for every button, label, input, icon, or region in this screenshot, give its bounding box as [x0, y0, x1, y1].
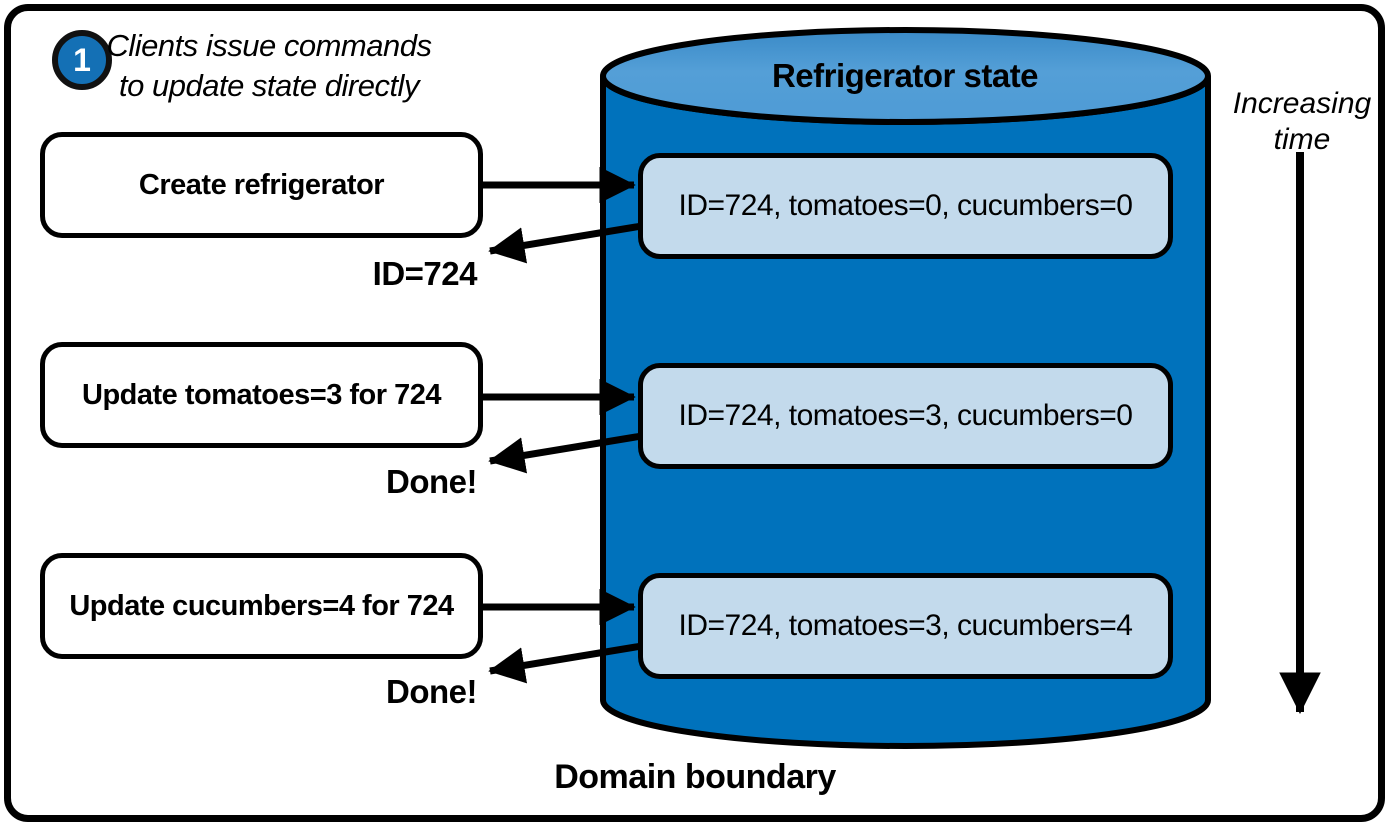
- response-arrow-3: [488, 641, 649, 684]
- command-label: Update tomatoes=3 for 724: [82, 378, 441, 411]
- state-record-text: ID=724, tomatoes=3, cucumbers=0: [678, 399, 1133, 432]
- response-arrow-2: [488, 431, 649, 474]
- step-note-line1: Clients issue commands: [106, 28, 432, 63]
- state-record-2: ID=724, tomatoes=3, cucumbers=0: [638, 363, 1173, 469]
- domain-boundary-label: Domain boundary: [554, 758, 836, 796]
- increasing-time-label: Increasing time: [1222, 86, 1382, 158]
- increasing-time-line2: time: [1273, 123, 1331, 156]
- command-box-update-cucumbers: Update cucumbers=4 for 724: [40, 553, 483, 659]
- state-record-3: ID=724, tomatoes=3, cucumbers=4: [638, 573, 1173, 679]
- state-record-text: ID=724, tomatoes=3, cucumbers=4: [678, 609, 1133, 642]
- increasing-time-line1: Increasing: [1232, 87, 1372, 120]
- command-box-create-refrigerator: Create refrigerator: [40, 132, 483, 238]
- step-badge: 1: [52, 30, 112, 90]
- response-label-id: ID=724: [372, 255, 478, 292]
- response-label-done-2: Done!: [386, 673, 478, 710]
- step-number: 1: [73, 42, 91, 78]
- database-cylinder-top: [600, 27, 1211, 125]
- domain-boundary-border: [4, 4, 1385, 822]
- command-label: Update cucumbers=4 for 724: [69, 589, 454, 622]
- state-record-1: ID=724, tomatoes=0, cucumbers=0: [638, 153, 1173, 259]
- response-arrow-1: [488, 221, 649, 264]
- state-record-text: ID=724, tomatoes=0, cucumbers=0: [678, 189, 1133, 222]
- database-title: Refrigerator state: [771, 57, 1039, 94]
- command-label: Create refrigerator: [138, 168, 385, 201]
- step-note-line2: to update state directly: [119, 68, 419, 103]
- command-box-update-tomatoes: Update tomatoes=3 for 724: [40, 342, 483, 448]
- step-note: Clients issue commands to update state d…: [104, 26, 434, 106]
- response-label-done-1: Done!: [386, 463, 478, 500]
